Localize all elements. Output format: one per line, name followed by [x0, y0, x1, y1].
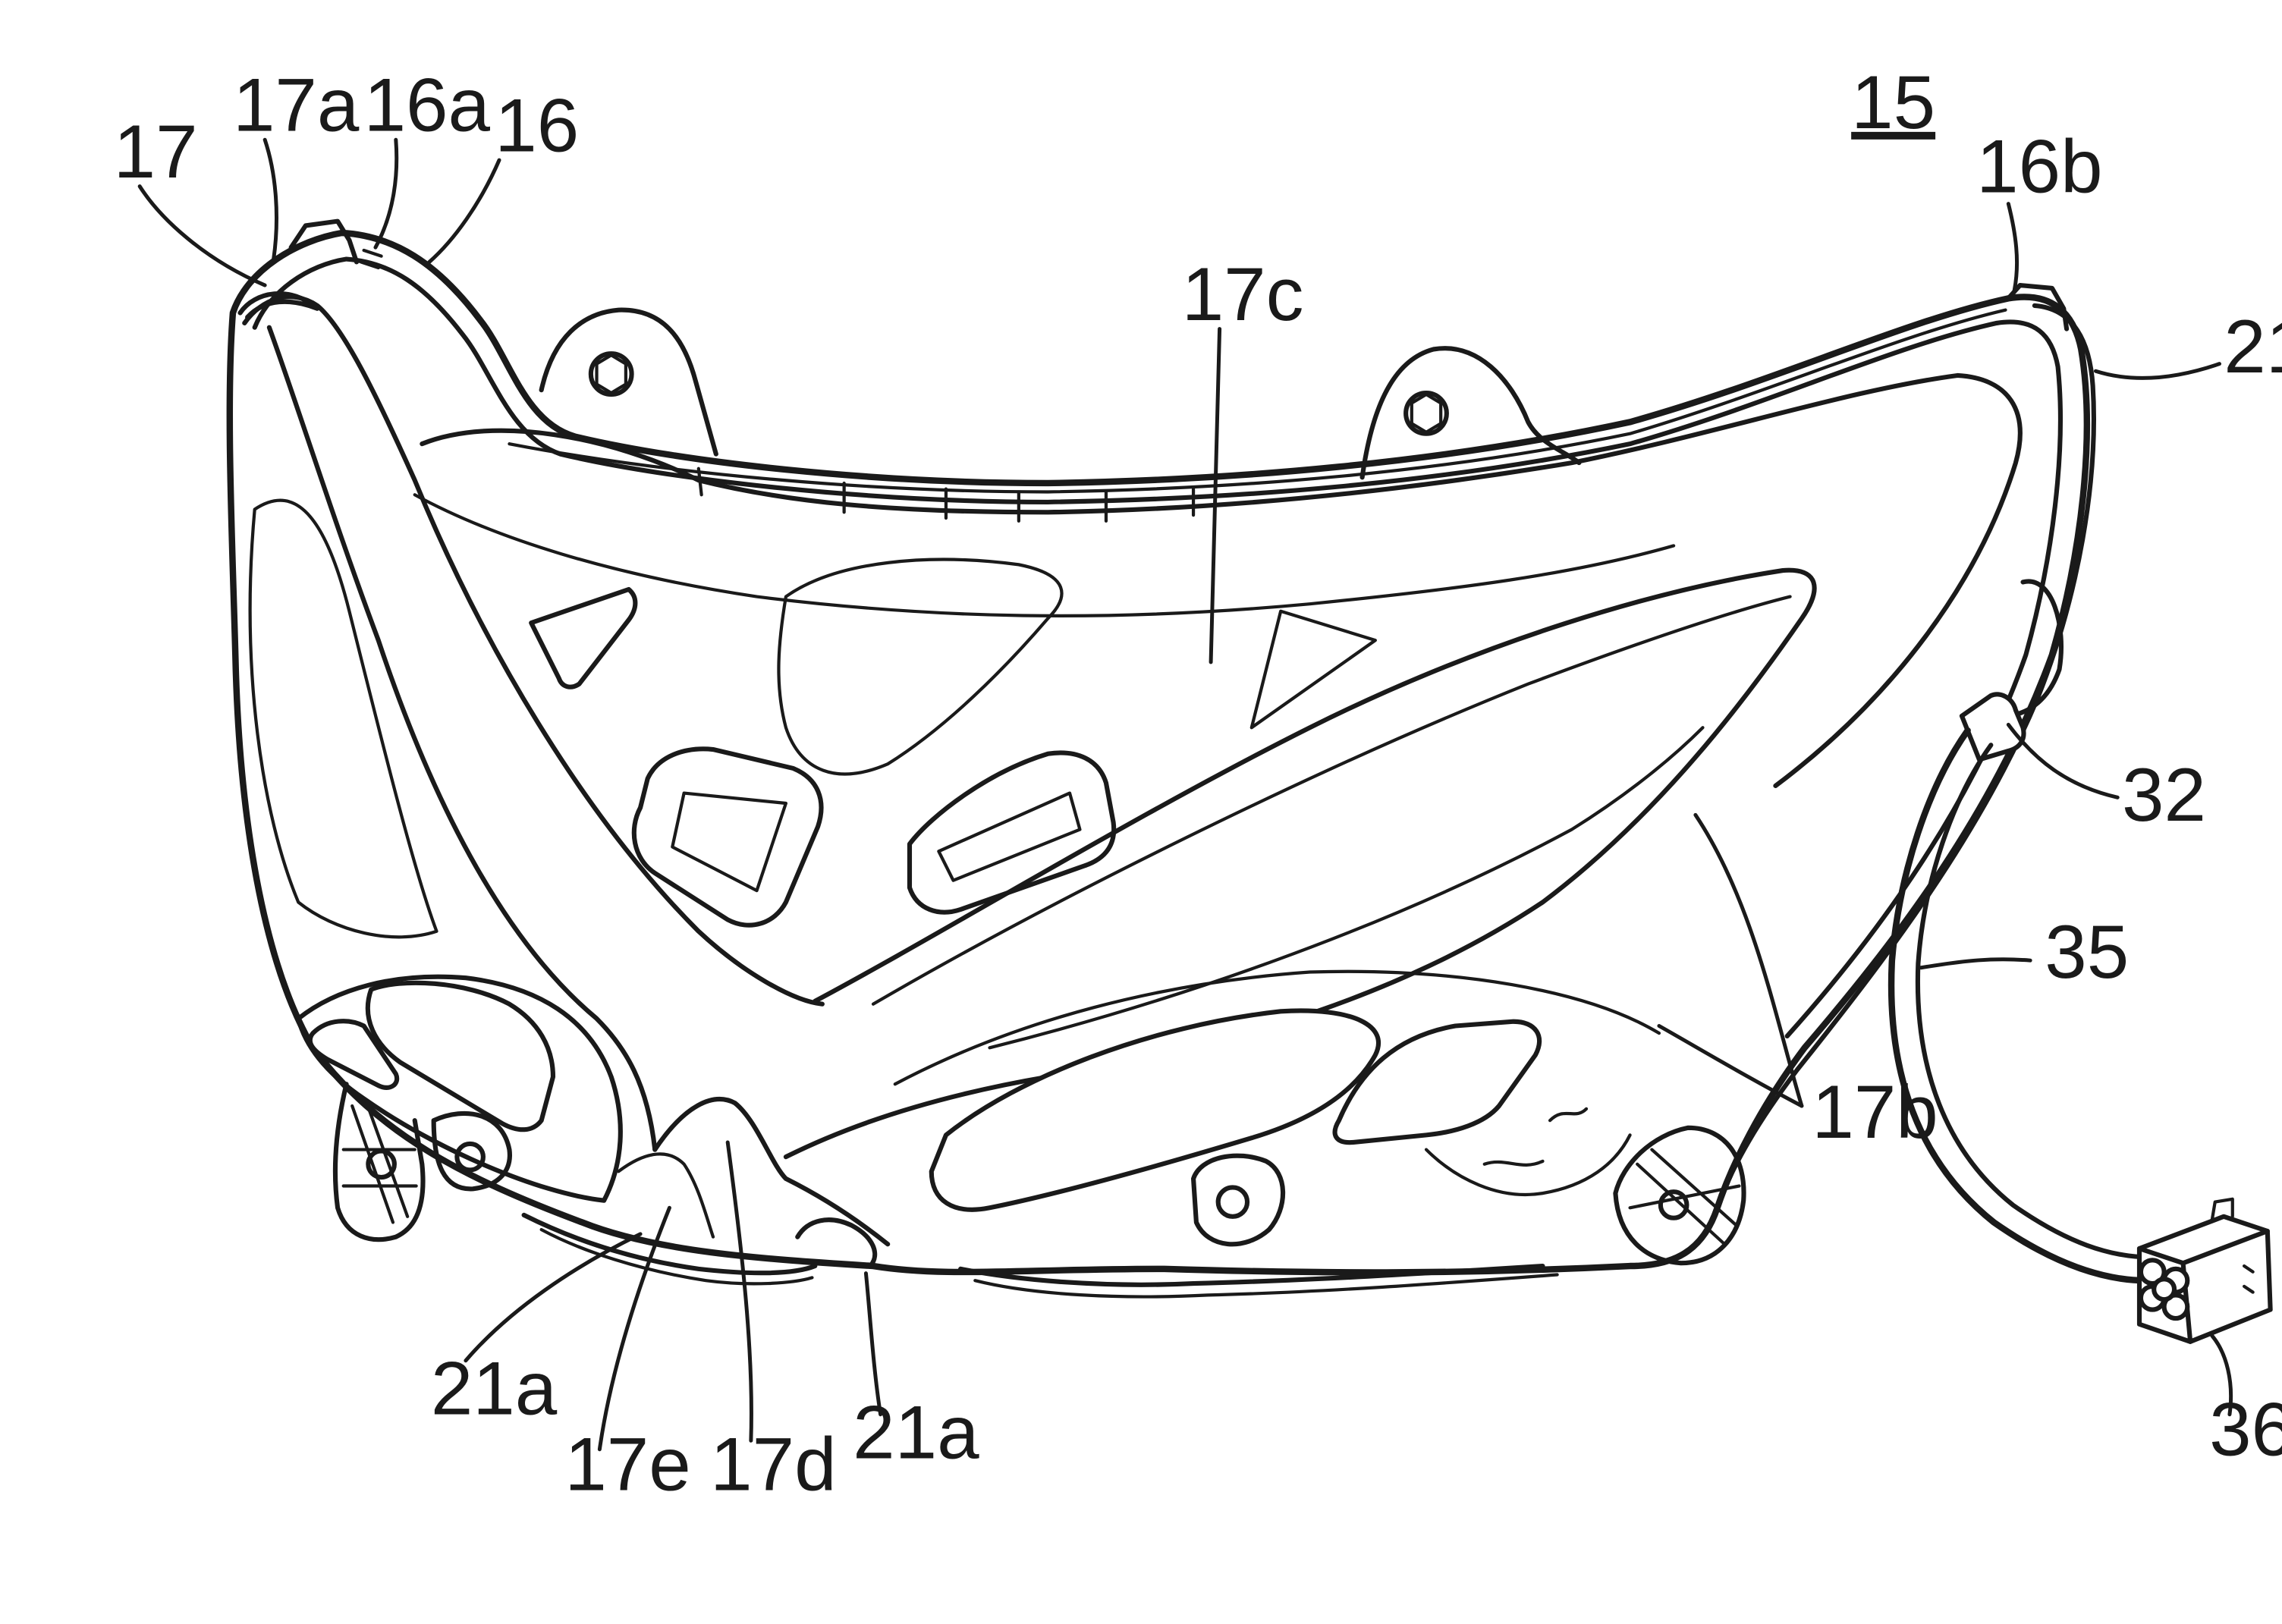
right-upper-bolt-hex	[1412, 394, 1441, 432]
ref-label-17d: 17d	[710, 1422, 836, 1506]
lower-right-lamp-slot-large	[932, 1010, 1378, 1209]
leader-16	[429, 160, 499, 262]
center-lower-grommet	[1193, 1156, 1283, 1245]
center-lower-grommet-hole-icon	[1218, 1187, 1247, 1216]
ref-label-17c: 17c	[1182, 253, 1304, 337]
leader-17a	[265, 140, 276, 259]
lower-left-lamp-slot-2	[368, 983, 553, 1129]
ref-label-21a-center: 21a	[853, 1390, 979, 1475]
housing-bottom-edge	[524, 1215, 1557, 1297]
left-square-reflector	[634, 749, 822, 925]
lower-right-squiggle	[1485, 1109, 1586, 1165]
ref-label-16: 16	[495, 84, 579, 168]
ref-label-17e: 17e	[564, 1422, 690, 1506]
harness-cable-35-outer	[1891, 730, 2147, 1280]
ref-label-32: 32	[2122, 753, 2206, 837]
left-upper-bolt-hex	[597, 355, 626, 393]
ref-label-17a: 17a	[233, 64, 360, 148]
bottom-edge-right-inner	[975, 1275, 1557, 1297]
center-triangle-reflector	[1252, 611, 1375, 727]
ref-label-16a: 16a	[364, 64, 491, 148]
leader-35	[1921, 960, 2030, 968]
ref-label-35: 35	[2045, 910, 2129, 994]
leader-17	[140, 187, 265, 285]
grommet-32	[1962, 694, 2024, 759]
upper-mount-tabs	[291, 221, 2067, 478]
ref-label-21a-left: 21a	[431, 1347, 558, 1431]
ref-label-36: 36	[2209, 1387, 2282, 1472]
leader-16b	[2008, 204, 2016, 291]
ref-label-16b: 16b	[1976, 124, 2102, 209]
connector-pin-5	[2154, 1279, 2174, 1299]
lens-lower-beak-inner-17e	[618, 1154, 713, 1236]
leader-17d	[728, 1142, 751, 1440]
lens-center-scoop	[778, 560, 1061, 774]
leader-17b-b	[1696, 815, 1802, 1106]
ref-label-21: 21	[2224, 305, 2282, 389]
top-left-boss-16a	[291, 221, 357, 262]
leader-16a	[376, 140, 397, 247]
leader-17b-a	[1659, 1026, 1802, 1107]
ref-label-17b: 17b	[1812, 1070, 1938, 1154]
housing-inner-rim	[255, 259, 2060, 1036]
figure-number-15: 15	[1851, 61, 1935, 145]
leader-21	[2095, 364, 2219, 379]
ref-label-17: 17	[114, 110, 198, 194]
left-triangle-reflector	[531, 589, 635, 687]
